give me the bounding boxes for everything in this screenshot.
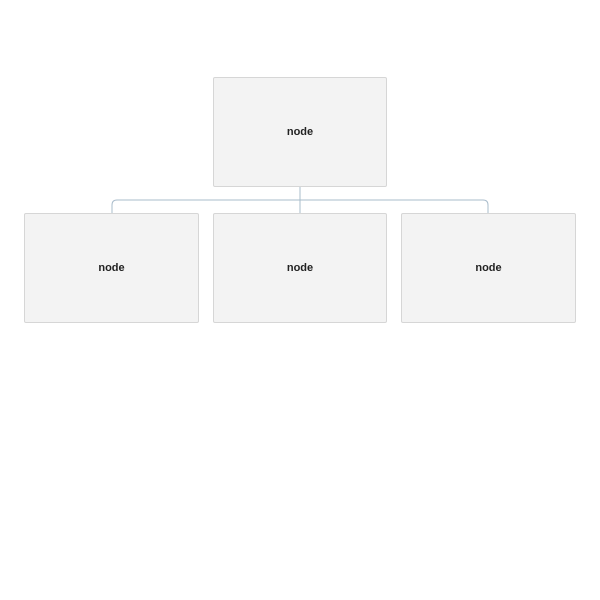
child-node-label: node (286, 262, 314, 274)
child-node-label: node (98, 262, 125, 274)
root-node-label: node (286, 126, 314, 138)
child-node-label: node (475, 262, 502, 274)
connector-root-to-children (111, 187, 489, 213)
child-node-2[interactable]: node (213, 213, 387, 323)
child-node-1[interactable]: node (24, 213, 199, 323)
root-node[interactable]: node (213, 77, 387, 187)
child-node-3[interactable]: node (401, 213, 576, 323)
